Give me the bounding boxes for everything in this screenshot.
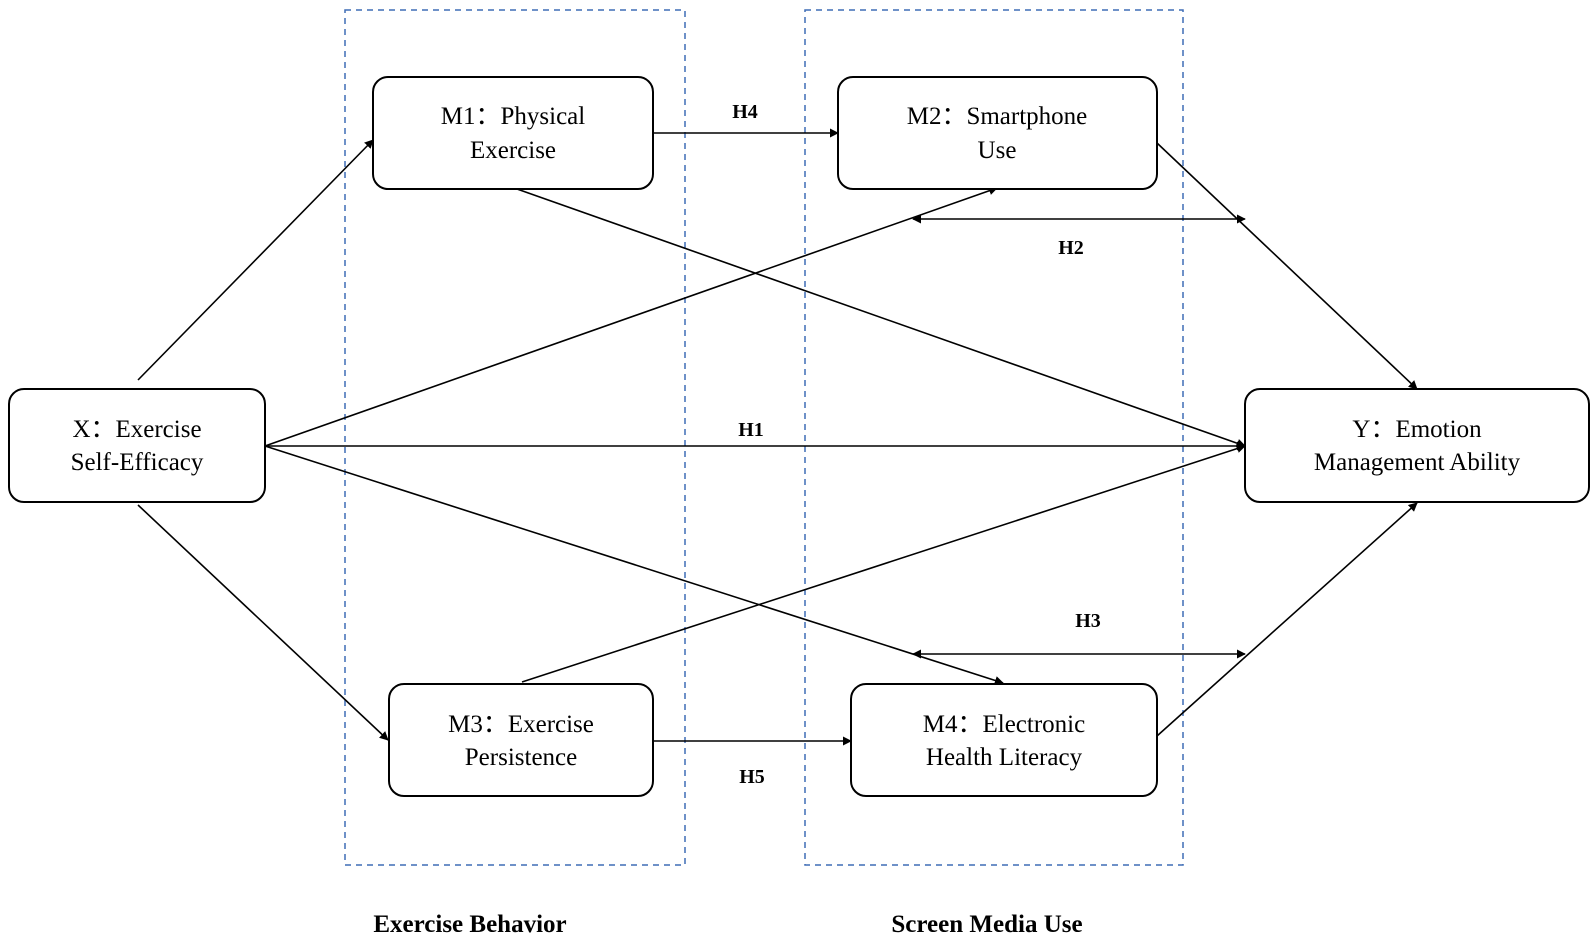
hypothesis-label-h3: H3 [1075,610,1101,632]
node-x-line2: Self-Efficacy [71,449,204,476]
group-label-screen-media-use: Screen Media Use [891,911,1082,938]
node-m1-line1: M1：Physical [441,103,586,130]
node-y-line2: Management Ability [1314,449,1521,476]
exercise-behavior-group [344,9,686,866]
node-m3-line1: M3：Exercise [448,711,594,738]
edge-x-to-m4 [264,445,1004,685]
node-m4-line2: Health Literacy [926,744,1083,771]
edge-m2-to-y [1156,142,1418,390]
edge-m4-to-y [1156,502,1418,737]
screen-media-use-group [804,9,1184,866]
node-y-line1: Y：Emotion [1352,416,1482,443]
node-x-line1: X：Exercise [72,416,201,443]
edge-x-to-m2 [264,186,998,447]
edge-m1-to-y [516,188,1246,448]
node-m3-exercise-persistence: M3：Exercise Persistence [388,683,654,797]
hypothesis-label-h4: H4 [732,101,758,123]
group-label-exercise-behavior: Exercise Behavior [373,911,566,938]
node-m4-line1: M4：Electronic [923,711,1085,738]
node-x-exercise-self-efficacy: X：Exercise Self-Efficacy [8,388,266,503]
edge-x-to-m3 [137,504,389,741]
node-m2-line1: M2：Smartphone [907,103,1088,130]
hypothesis-label-h5: H5 [739,766,765,788]
node-y-emotion-management-ability: Y：Emotion Management Ability [1244,388,1590,503]
hypothesis-label-h2: H2 [1058,237,1084,259]
hypothesis-label-h1: H1 [738,419,764,441]
edge-x-to-m1 [137,139,374,381]
node-m4-electronic-health-literacy: M4：Electronic Health Literacy [850,683,1158,797]
node-m1-physical-exercise: M1：Physical Exercise [372,76,654,190]
node-m2-line2: Use [978,137,1017,164]
node-m1-line2: Exercise [470,137,556,164]
node-m2-smartphone-use: M2：Smartphone Use [837,76,1158,190]
edge-m3-to-y [521,444,1246,683]
node-m3-line2: Persistence [465,744,577,771]
